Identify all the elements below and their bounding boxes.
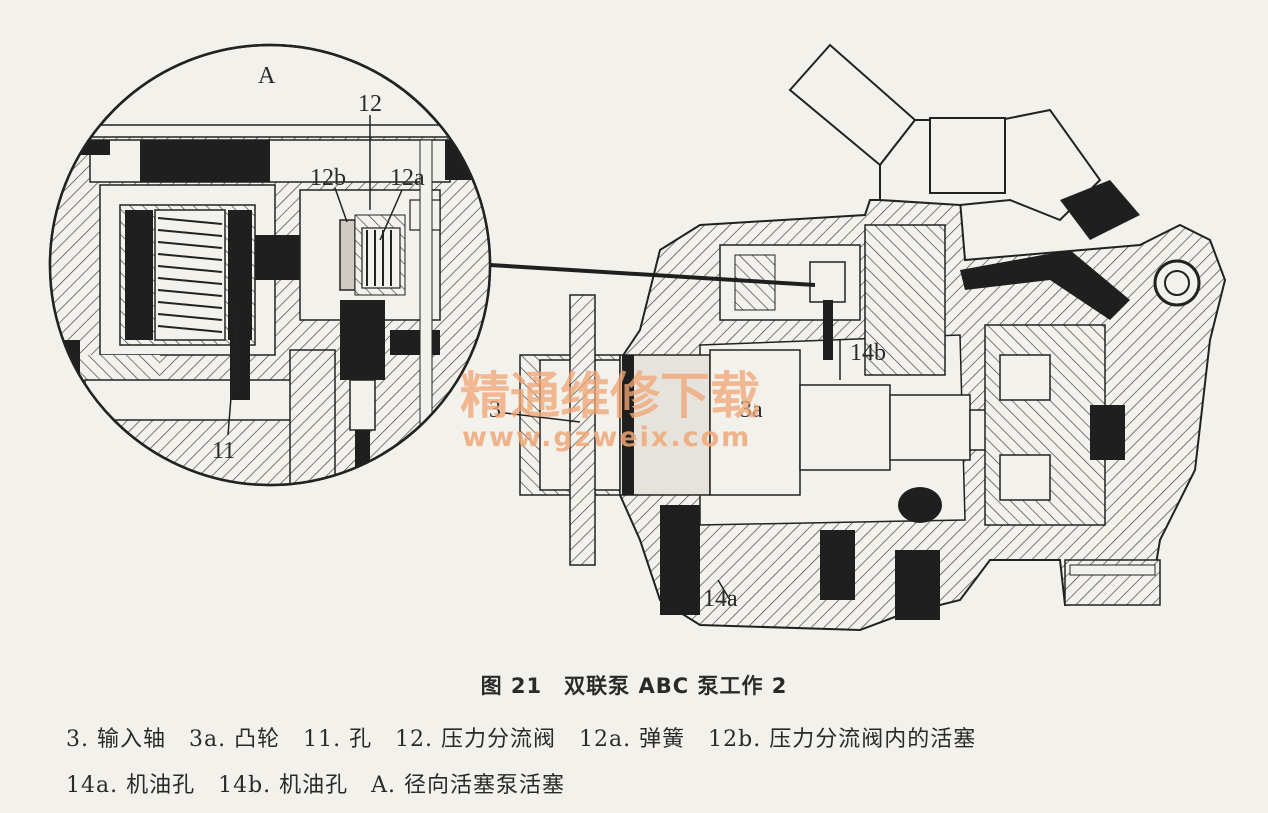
label-14a: 14a bbox=[703, 586, 738, 612]
label-12: 12 bbox=[358, 91, 382, 117]
label-3a: 3a bbox=[740, 397, 763, 423]
valve-spring bbox=[361, 227, 401, 289]
label-12b: 12b bbox=[310, 165, 346, 191]
figure-caption: 图 21 双联泵 ABC 泵工作 2 bbox=[480, 674, 788, 698]
watermark-url: www.gzweix.com bbox=[462, 422, 751, 453]
label-3: 3 bbox=[489, 397, 501, 423]
legend-line-2: 14a. 机油孔 14b. 机油孔 A. 径向活塞泵活塞 bbox=[66, 773, 566, 798]
label-11: 11 bbox=[212, 438, 235, 464]
pump-cross-section-diagram: A 12 12b 12a 11 3 3a 14b 14a 精通维修下载 www.… bbox=[48, 43, 1227, 632]
label-14b: 14b bbox=[850, 340, 886, 366]
label-A: A bbox=[258, 63, 276, 89]
pump-body bbox=[519, 43, 1227, 632]
legend-line-1: 3. 输入轴 3a. 凸轮 11. 孔 12. 压力分流阀 12a. 弹簧 12… bbox=[66, 727, 977, 752]
watermark-title: 精通维修下载 bbox=[460, 367, 760, 425]
detail-view-A bbox=[48, 43, 492, 487]
magnifier-leader-line bbox=[489, 263, 816, 287]
piston-spring bbox=[154, 209, 226, 341]
label-12a: 12a bbox=[390, 165, 425, 191]
